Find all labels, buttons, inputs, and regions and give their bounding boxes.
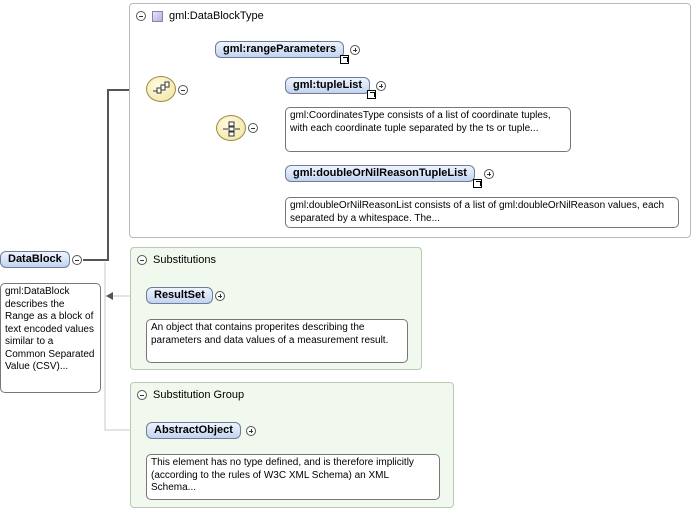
sequence-compositor-icon[interactable]: [146, 76, 176, 102]
range-parameters-label: gml:rangeParameters: [223, 43, 337, 55]
double-or-nil-element[interactable]: gml:doubleOrNilReasonTupleList: [285, 165, 475, 182]
abstract-object-label: AbstractObject: [154, 424, 233, 436]
root-doc: gml:DataBlock describes the Range as a b…: [0, 283, 101, 393]
result-set-label: ResultSet: [154, 289, 205, 301]
tuple-list-label: gml:tupleList: [293, 79, 363, 91]
collapse-toggle[interactable]: [137, 255, 147, 265]
root-collapse-toggle[interactable]: [72, 255, 82, 265]
root-element-label: DataBlock: [8, 253, 62, 265]
choice-collapse-toggle[interactable]: [248, 123, 258, 133]
double-or-nil-label: gml:doubleOrNilReasonTupleList: [293, 167, 467, 179]
collapse-toggle[interactable]: [137, 390, 147, 400]
reference-arrow-icon: [367, 90, 376, 99]
substitution-group-header: Substitution Group: [137, 387, 244, 403]
substitution-group-title: Substitution Group: [153, 389, 245, 401]
choice-compositor-icon[interactable]: [216, 115, 246, 141]
reference-arrow-icon: [473, 179, 482, 188]
tuple-list-doc: gml:CoordinatesType consists of a list o…: [285, 107, 571, 152]
tuple-list-element[interactable]: gml:tupleList: [285, 77, 371, 94]
double-or-nil-doc: gml:doubleOrNilReasonList consists of a …: [285, 197, 679, 228]
expand-toggle[interactable]: [484, 169, 494, 179]
substitutions-title: Substitutions: [153, 254, 216, 266]
expand-toggle[interactable]: [350, 45, 360, 55]
reference-arrow-icon: [340, 55, 349, 64]
complex-type-icon: [152, 10, 163, 22]
expand-toggle[interactable]: [215, 291, 225, 301]
root-element[interactable]: DataBlock: [0, 251, 70, 268]
abstract-object-element[interactable]: AbstractObject: [146, 422, 241, 439]
abstract-object-doc: This element has no type defined, and is…: [146, 454, 440, 500]
collapse-toggle[interactable]: [136, 11, 146, 21]
range-parameters-element[interactable]: gml:rangeParameters: [215, 41, 345, 58]
result-set-element[interactable]: ResultSet: [146, 287, 213, 304]
type-panel-title: gml:DataBlockType: [169, 10, 264, 22]
type-panel-header: gml:DataBlockType: [136, 8, 264, 24]
substitutions-header: Substitutions: [137, 252, 216, 268]
result-set-doc: An object that contains properites descr…: [146, 319, 408, 363]
sequence-collapse-toggle[interactable]: [178, 85, 188, 95]
expand-toggle[interactable]: [376, 81, 386, 91]
expand-toggle[interactable]: [246, 426, 256, 436]
